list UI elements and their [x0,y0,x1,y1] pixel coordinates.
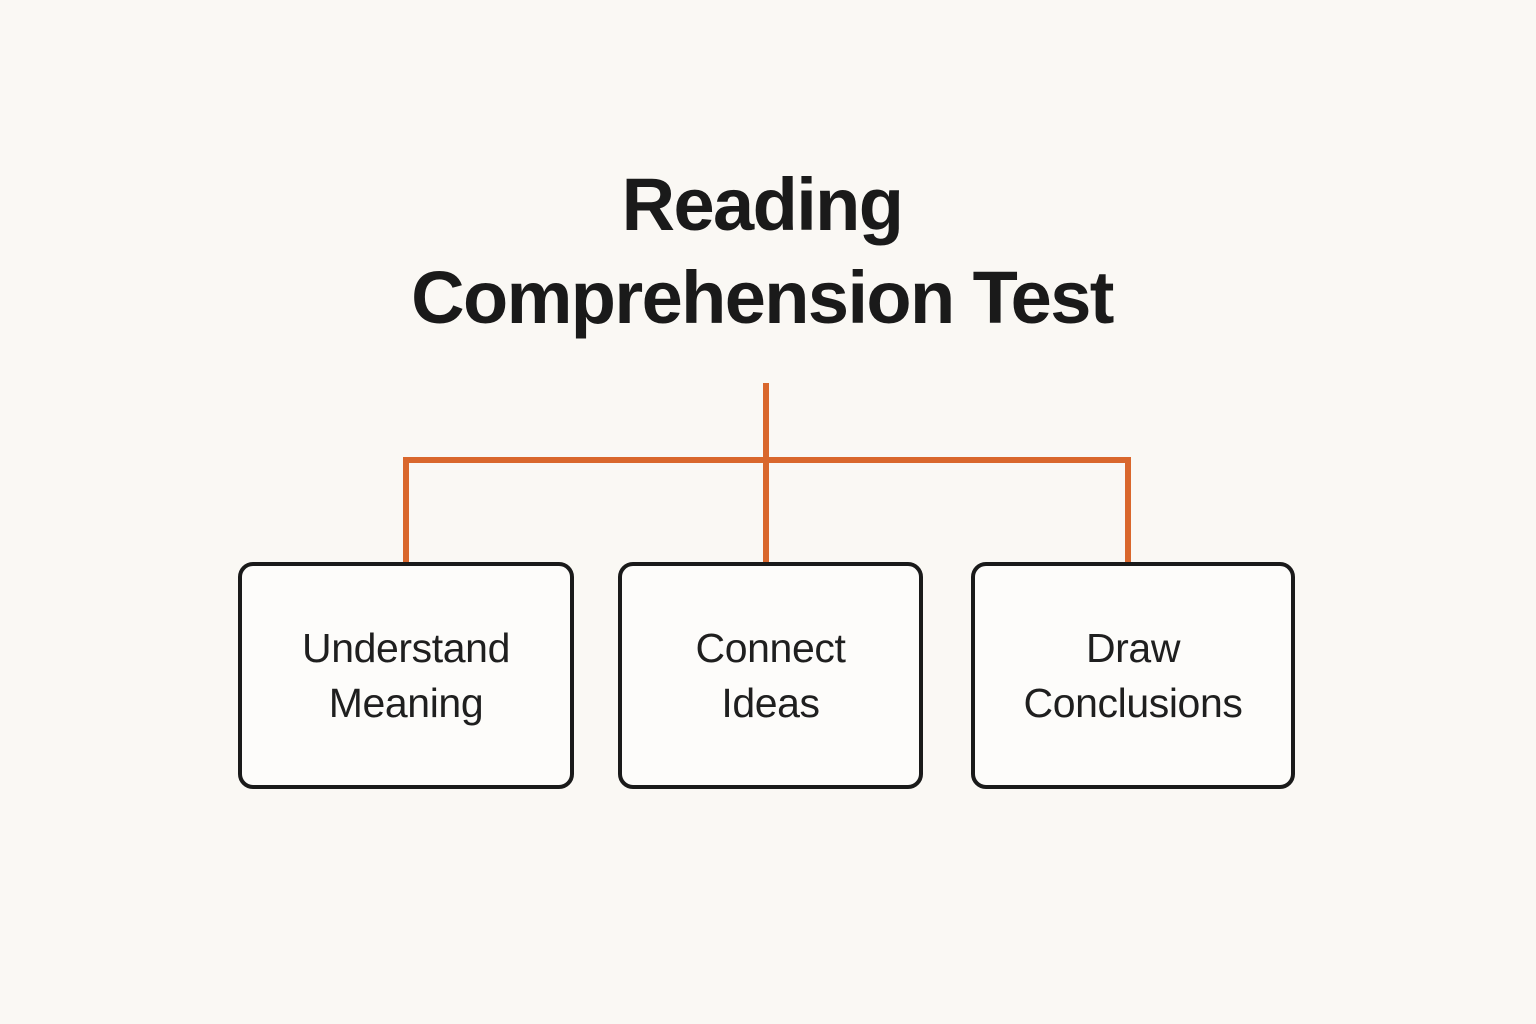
node-understand-meaning[interactable]: Understand Meaning [238,562,574,789]
node-draw-conclusions[interactable]: Draw Conclusions [971,562,1295,789]
title-line-2: Comprehension Test [411,256,1114,339]
node-label-draw-conclusions: Draw Conclusions [1023,624,1243,726]
diagram-title: Reading Comprehension Test [0,158,1524,344]
node-label-connect-ideas: Connect Ideas [695,624,846,726]
node-connect-ideas[interactable]: Connect Ideas [618,562,923,789]
title-line-1: Reading [621,163,904,246]
node-label-understand-meaning: Understand Meaning [302,624,510,726]
